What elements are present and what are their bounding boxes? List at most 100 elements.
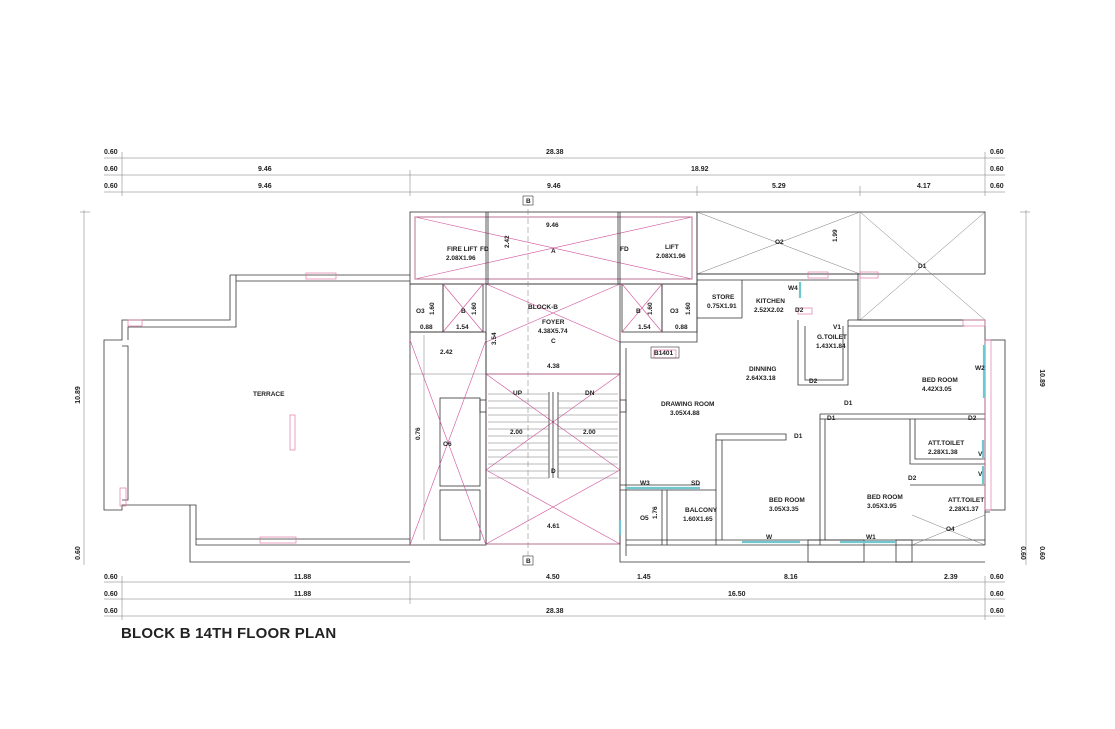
core-walls	[409, 211, 698, 546]
bed-room-3-size: 3.05X3.95	[867, 503, 897, 510]
opening-sd: SD	[691, 480, 700, 487]
terrace-label: TERRACE	[253, 391, 285, 398]
opening-d1-drawing: D1	[794, 433, 803, 440]
duct-left-h: 1.60	[429, 302, 436, 315]
opening-d1-hall: D1	[827, 415, 836, 422]
opening-o3-right: O3	[670, 308, 679, 315]
opening-w: W	[766, 534, 773, 541]
fire-lift-name: FIRE LIFT	[447, 246, 477, 253]
duct-right-w: 0.88	[675, 324, 688, 331]
dim-top-3-d: 5.29	[772, 183, 786, 190]
opening-v1: V1	[833, 324, 841, 331]
bottom-dimension-lines	[104, 576, 1005, 620]
opening-w1: W1	[866, 534, 876, 541]
opening-d2-dinning: D2	[809, 378, 818, 385]
opening-d2-kitchen: D2	[795, 307, 804, 314]
dim-left-small: 0.60	[75, 546, 82, 560]
opening-fd-right: FD	[620, 246, 629, 253]
bed-room-1-size: 4.42X3.05	[922, 386, 952, 393]
opening-d1-top: D1	[918, 263, 927, 270]
opening-v-att1: V	[978, 451, 983, 458]
opening-b-left: B	[461, 308, 466, 315]
dim-bot-3-a: 0.60	[104, 608, 118, 615]
dim-top-2-b: 9.46	[258, 166, 272, 173]
lobby-width: 9.46	[546, 222, 559, 229]
dim-bot-3-b: 28.38	[546, 608, 564, 615]
flat-walls	[618, 211, 1006, 563]
drawing-title: BLOCK B 14TH FLOOR PLAN	[121, 625, 337, 642]
foyer-width: 4.38	[547, 363, 560, 370]
dim-bot-3-c: 0.60	[990, 608, 1004, 615]
opening-w2: W2	[975, 365, 985, 372]
stair-left: 2.00	[510, 429, 523, 436]
dim-bot-2-b: 11.88	[294, 591, 311, 598]
opening-b-right: B	[636, 308, 641, 315]
dim-top-2-d: 0.60	[990, 166, 1004, 173]
opening-w3: W3	[640, 480, 650, 487]
unit-tag-box	[650, 346, 680, 359]
o2-h: 1.99	[832, 229, 839, 242]
terrace-walls	[103, 272, 410, 563]
foyer-depth: 3.54	[491, 332, 498, 345]
dim-bot-1-g: 0.60	[990, 574, 1004, 581]
dim-bot-1-f: 2.39	[944, 574, 958, 581]
section-b-top-marker	[522, 195, 534, 206]
bed-room-1-name: BED ROOM	[922, 377, 958, 384]
dim-top-3-a: 0.60	[104, 183, 118, 190]
dim-right-small-1: 0.60	[1019, 546, 1026, 560]
dim-top-2-c: 18.92	[691, 166, 709, 173]
dim-right-height: 10.89	[1038, 369, 1045, 387]
foyer-name: FOYER	[542, 319, 565, 326]
dim-top-3-f: 0.60	[990, 183, 1004, 190]
dim-bot-1-e: 8.16	[784, 574, 798, 581]
drawing-room-name: DRAWING ROOM	[661, 401, 714, 408]
store-size: 0.75X1.91	[707, 303, 737, 310]
lift-name: LIFT	[665, 244, 679, 251]
unit-tag: B1401	[654, 350, 674, 357]
opening-d2-bed: D2	[968, 415, 977, 422]
opening-o6: O6	[443, 441, 452, 448]
dim-bot-2-a: 0.60	[104, 591, 118, 598]
att-toilet-2-size: 2.28X1.37	[949, 506, 979, 513]
shaft-h: 0.76	[415, 427, 422, 440]
opening-d2-bed3: D2	[908, 475, 917, 482]
bed-room-3-name: BED ROOM	[867, 494, 903, 501]
dim-bot-2-c: 16.50	[728, 591, 746, 598]
bed-room-2-size: 3.05X3.35	[769, 506, 799, 513]
opening-fd-left: FD	[480, 246, 489, 253]
dinning-name: DINNING	[749, 366, 776, 373]
balcony-h: 1.76	[652, 506, 659, 519]
foyer-size: 4.38X5.74	[538, 328, 568, 335]
block-label: BLOCK-B	[528, 304, 558, 311]
dim-top-1-a: 0.60	[104, 149, 118, 156]
dim-bot-1-b: 11.88	[294, 574, 311, 581]
balcony-size: 1.60X1.65	[683, 516, 713, 523]
duct-right-h: 1.60	[685, 302, 692, 315]
section-b-bottom-marker	[522, 555, 534, 566]
opening-o2: O2	[775, 239, 784, 246]
stair-right: 2.00	[583, 429, 596, 436]
dim-top-2-a: 0.60	[104, 166, 118, 173]
b-left-h: 1.60	[471, 302, 478, 315]
stair-up: UP	[513, 390, 523, 397]
drawing-room-size: 3.05X4.88	[670, 410, 700, 417]
dim-bot-1-c: 4.50	[546, 574, 560, 581]
b-right-w: 1.54	[638, 324, 651, 331]
dim-bot-1-d: 1.45	[637, 574, 651, 581]
dim-left-height: 10.89	[75, 386, 82, 404]
store-name: STORE	[712, 294, 735, 301]
att-toilet-1-name: ATT.TOILET	[928, 440, 964, 447]
lobby-side: 2.42	[440, 349, 453, 356]
bed-room-2-name: BED ROOM	[769, 497, 805, 504]
balcony-name: BALCONY	[685, 507, 718, 514]
stair-treads-right	[558, 393, 618, 479]
top-dimension-lines	[104, 152, 1005, 196]
lift-size: 2.08X1.96	[656, 253, 686, 260]
kitchen-size: 2.52X2.02	[754, 307, 784, 314]
stair-dn: DN	[585, 390, 595, 397]
b-right-h: 1.60	[647, 302, 654, 315]
fire-lift-size: 2.08X1.96	[446, 255, 476, 262]
opening-o4: O4	[946, 526, 955, 533]
dim-bot-2-d: 0.60	[990, 591, 1004, 598]
